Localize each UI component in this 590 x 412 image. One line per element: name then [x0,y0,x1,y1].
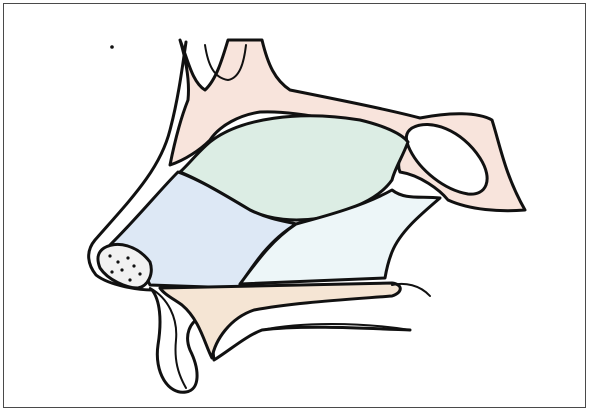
palate-region [160,283,400,358]
marker-dot [110,45,114,49]
